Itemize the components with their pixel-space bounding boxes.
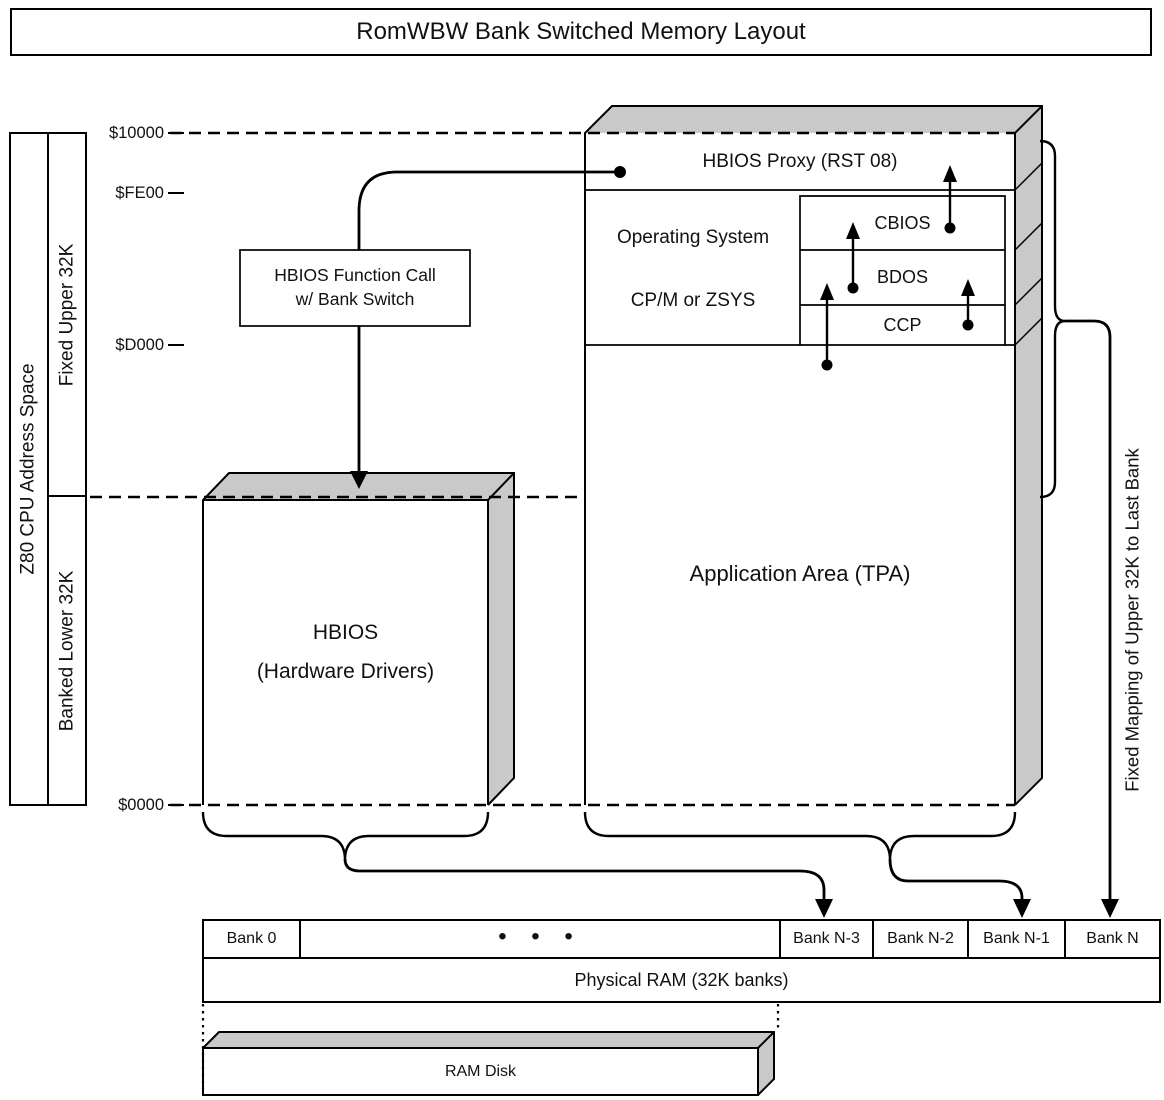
bdos-to-cbios-dot: [847, 282, 859, 294]
hbios-to-bank-n3-line: [343, 858, 826, 900]
z80-address-space-label: Z80 CPU Address Space: [10, 133, 48, 805]
bank-n3-arrowhead: [815, 899, 833, 918]
ram-disk-label: RAM Disk: [444, 1062, 517, 1080]
main-box-right-face: [1015, 106, 1042, 805]
bank-separators: [299, 920, 1066, 958]
bdos-to-cbios-arrowhead: [846, 222, 860, 239]
bank-n3-label: Bank N-3: [793, 930, 860, 948]
callout-line2: w/ Bank Switch: [295, 289, 415, 309]
fixed-mapping-text: Fixed Mapping of Upper 32K to Last Bank: [1122, 448, 1144, 792]
ramdisk-dotted-lines: [201, 1004, 780, 1092]
cpm-zsys-label: CP/M or ZSYS: [630, 289, 756, 311]
z80-address-space-box: [9, 132, 49, 806]
page-title: RomWBW Bank Switched Memory Layout: [10, 8, 1152, 56]
upper-32k-brace: [1039, 139, 1066, 499]
hbios-box-label: HBIOS (Hardware Drivers): [203, 500, 488, 805]
bank-row-box: [202, 919, 1161, 959]
ccp-label: CCP: [883, 314, 922, 335]
hbios-call-arrow-line: [357, 170, 620, 474]
tpa-to-bank-n1-line: [888, 858, 1024, 900]
hbios-box-right-face: [488, 473, 514, 805]
banked-lower-label: Banked Lower 32K: [48, 496, 86, 805]
application-area-label: Application Area (TPA): [689, 561, 911, 587]
cbios-label: CBIOS: [874, 212, 931, 233]
bank-ellipsis: • • •: [498, 922, 582, 950]
fixed-mapping-label: Fixed Mapping of Upper 32K to Last Bank: [1113, 420, 1153, 820]
hbios-function-call-label: HBIOS Function Call w/ Bank Switch: [240, 250, 470, 326]
cbios-to-proxy-arrowhead: [943, 165, 957, 182]
physical-ram-bar-box: [202, 957, 1161, 1003]
upper32k-to-bank-n-line: [1065, 319, 1112, 900]
address-label-0000: $0000: [118, 795, 164, 814]
ccp-to-bdos-dot: [962, 319, 974, 331]
right-face-extrusion-lines: [1014, 162, 1043, 346]
os-substack-borders: [799, 195, 1006, 345]
address-label-10000: $10000: [108, 123, 164, 142]
ramdisk-edges: [202, 1031, 775, 1096]
banked-lower-text: Banked Lower 32K: [56, 570, 77, 731]
hbios-call-origin-dot: [614, 166, 626, 178]
hbios-box-edges: [202, 472, 515, 806]
ramdisk-front-face: [202, 1047, 759, 1096]
hbios-box-front-face: [203, 500, 488, 805]
bdos-label: BDOS: [876, 267, 928, 288]
ccp-to-bdos-arrowhead: [961, 279, 975, 296]
bank-n2-label: Bank N-2: [887, 930, 954, 948]
address-ticks: [168, 132, 184, 806]
hbios-line2: (Hardware Drivers): [256, 659, 435, 683]
cbios-to-proxy-dot: [944, 222, 956, 234]
operating-system-label: Operating System: [616, 226, 770, 248]
callout-box: [239, 249, 471, 327]
address-label-fe00: $FE00: [115, 183, 164, 202]
tpa-to-bdos-dot: [821, 359, 833, 371]
hbios-call-arrowhead: [350, 471, 368, 489]
physical-ram-label: Physical RAM (32K banks): [574, 969, 789, 990]
hbios-bank-brace: [201, 811, 490, 861]
address-label-d000: $D000: [115, 335, 164, 354]
bank-n-label: Bank N: [1086, 930, 1139, 948]
bank-n-arrowhead: [1101, 899, 1119, 918]
main-box-top-face: [585, 106, 1042, 133]
banked-lower-box: [47, 495, 87, 806]
z80-address-space-text: Z80 CPU Address Space: [18, 363, 39, 575]
bank-0-label: Bank 0: [226, 930, 277, 948]
hbios-line1: HBIOS: [312, 621, 379, 645]
callout-line1: HBIOS Function Call: [274, 265, 436, 286]
tpa-bank-brace: [583, 811, 1017, 861]
ramdisk-right-face: [758, 1032, 774, 1095]
bank-n1-label: Bank N-1: [983, 930, 1050, 948]
tpa-to-bdos-arrowhead: [820, 283, 834, 300]
hbios-proxy-label: HBIOS Proxy (RST 08): [702, 150, 898, 172]
bank-n1-arrowhead: [1013, 899, 1031, 918]
ramdisk-top-face: [203, 1032, 774, 1048]
fixed-upper-text: Fixed Upper 32K: [56, 243, 78, 386]
